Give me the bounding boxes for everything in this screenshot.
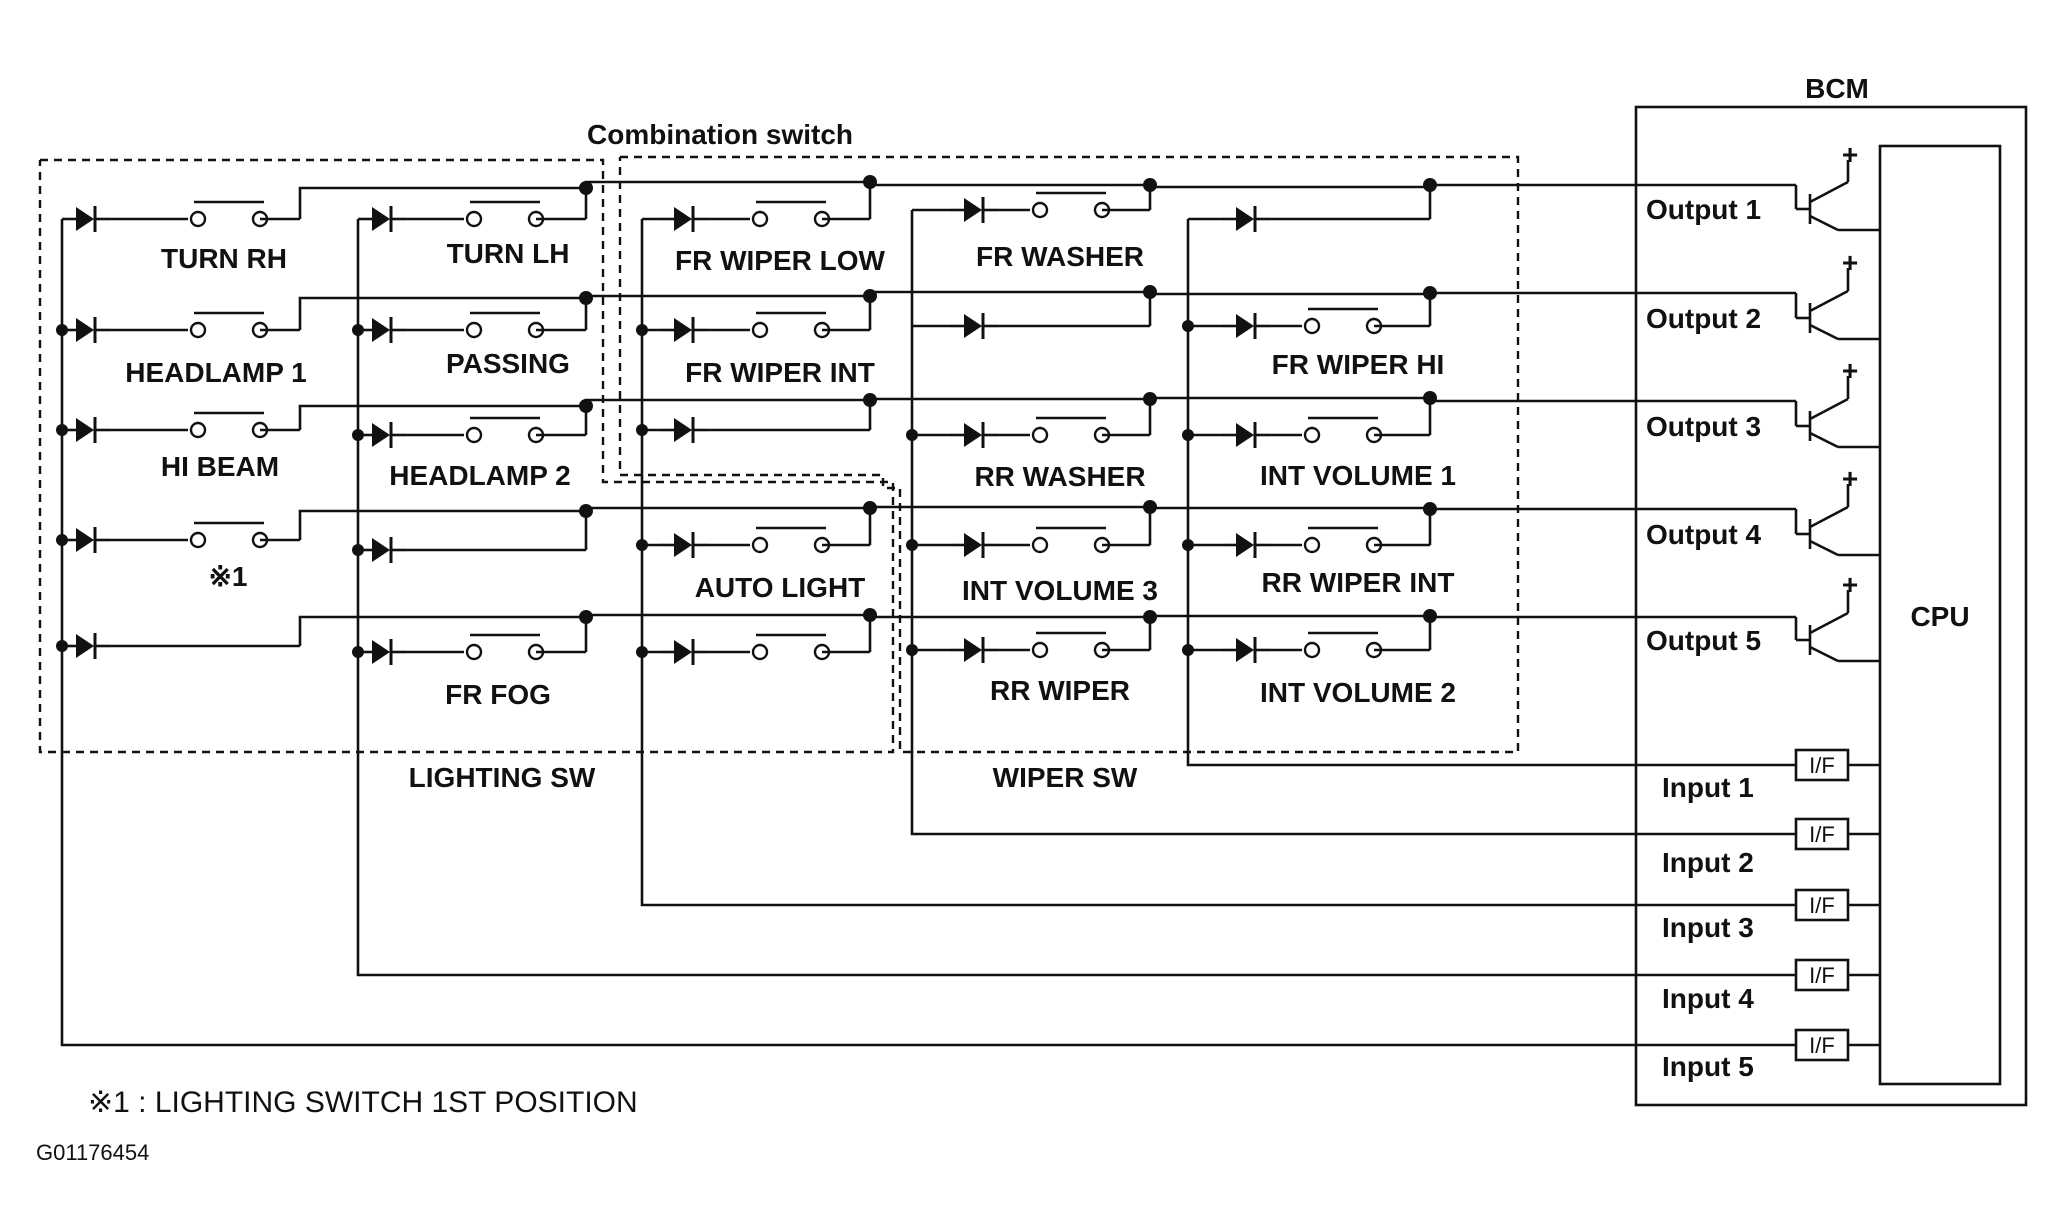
headlamp-2-switch: HEADLAMP 2 (356, 406, 588, 491)
bcm-title: BCM (1805, 73, 1869, 104)
input-5-label: Input 5 (1662, 1051, 1754, 1082)
wiper-c-direct (642, 400, 872, 445)
lighting-sw-label: LIGHTING SW (409, 762, 596, 793)
output-2-label: Output 2 (1646, 303, 1761, 334)
hi-beam-switch: HI BEAM (60, 411, 300, 482)
fr-wiper-int-switch: FR WIPER INT (642, 296, 875, 388)
lighting-a-direct (60, 631, 300, 661)
hi-beam-label: HI BEAM (161, 451, 279, 482)
combination-switch-title: Combination switch (587, 119, 853, 150)
bcm-inputs: I/F Input 1 I/F Input 2 I/F Input 3 I/F … (1662, 748, 1880, 1082)
input-4-label: Input 4 (1662, 983, 1754, 1014)
input-2: I/F Input 2 (1662, 817, 1880, 878)
combination-switch: Combination switch LIGHTING SW WIPER SW (38, 119, 1520, 793)
output-2: Output 2 + (1646, 247, 1880, 341)
turn-lh-label: TURN LH (447, 238, 570, 269)
output-3: Output 3 + (1646, 355, 1880, 449)
input-1-label: Input 1 (1662, 772, 1754, 803)
input-4: I/F Input 4 (1662, 958, 1880, 1014)
headlamp-1-label: HEADLAMP 1 (125, 357, 307, 388)
wiper-column-d: FR WASHER RR WASHER INT VOLUME 3 RR WIPE… (906, 178, 1158, 706)
output-1-plus: + (1842, 139, 1858, 170)
input-5: I/F Input 5 (1662, 1028, 1880, 1082)
output-3-plus: + (1842, 355, 1858, 386)
input-5-if: I/F (1809, 1033, 1835, 1058)
input-3-label: Input 3 (1662, 912, 1754, 943)
footnote: ※1 : LIGHTING SWITCH 1ST POSITION (88, 1086, 638, 1119)
lighting-column-a: TURN RH HEADLAMP 1 HI BEAM ※1 (56, 200, 307, 661)
fr-washer-label: FR WASHER (976, 241, 1144, 272)
bcm-outputs: Output 1 + Output 2 + Output 3 (1646, 139, 1880, 663)
fr-washer-switch: FR WASHER (912, 185, 1152, 272)
output-5-label: Output 5 (1646, 625, 1761, 656)
fr-fog-label: FR FOG (445, 679, 551, 710)
output-5: Output 5 + (1646, 569, 1880, 663)
rr-wiper-int-switch: RR WIPER INT (1188, 508, 1454, 598)
figure-code: G01176454 (36, 1140, 149, 1165)
turn-lh-switch: TURN LH (356, 188, 588, 269)
output-4: Output 4 + (1646, 463, 1880, 557)
cpu-label: CPU (1910, 601, 1969, 632)
fr-wiper-low-switch: FR WIPER LOW (642, 182, 886, 276)
wiper-c-row5-switch (642, 615, 872, 667)
fr-wiper-low-label: FR WIPER LOW (675, 245, 886, 276)
input-3: I/F Input 3 (1662, 888, 1880, 943)
input-2-label: Input 2 (1662, 847, 1754, 878)
output-4-label: Output 4 (1646, 519, 1762, 550)
fr-wiper-int-label: FR WIPER INT (685, 357, 875, 388)
input-2-if: I/F (1809, 822, 1835, 847)
headlamp-1-switch: HEADLAMP 1 (60, 311, 307, 388)
output-5-plus: + (1842, 569, 1858, 600)
auto-light-switch: AUTO LIGHT (642, 508, 872, 603)
int-volume-1-switch: INT VOLUME 1 (1188, 398, 1456, 491)
input-4-if: I/F (1809, 963, 1835, 988)
wiper-sw-label: WIPER SW (993, 762, 1138, 793)
wiper-column-e: FR WIPER HI INT VOLUME 1 RR WIPER INT IN… (1182, 178, 1456, 708)
passing-switch: PASSING (356, 298, 588, 379)
rr-wiper-label: RR WIPER (990, 675, 1130, 706)
int-volume-2-switch: INT VOLUME 2 (1188, 616, 1456, 708)
auto-light-label: AUTO LIGHT (695, 572, 866, 603)
turn-rh-label: TURN RH (161, 243, 287, 274)
rr-washer-label: RR WASHER (974, 461, 1145, 492)
int-volume-3-label: INT VOLUME 3 (962, 575, 1158, 606)
input-wires (60, 210, 1796, 1047)
output-3-label: Output 3 (1646, 411, 1761, 442)
fr-wiper-hi-label: FR WIPER HI (1272, 349, 1445, 380)
ref1-switch: ※1 (60, 521, 300, 592)
rr-washer-switch: RR WASHER (912, 399, 1152, 492)
output-4-plus: + (1842, 463, 1858, 494)
rr-wiper-int-label: RR WIPER INT (1262, 567, 1455, 598)
headlamp-2-label: HEADLAMP 2 (389, 460, 571, 491)
ref1-label: ※1 (208, 561, 247, 592)
fr-fog-switch: FR FOG (356, 617, 588, 710)
input-3-if: I/F (1809, 893, 1835, 918)
input-1: I/F Input 1 (1662, 748, 1880, 803)
lighting-b-direct (356, 511, 588, 565)
output-1-label: Output 1 (1646, 194, 1761, 225)
passing-label: PASSING (446, 348, 570, 379)
bcm-module: BCM CPU (1634, 73, 2028, 1107)
wiper-column-c: FR WIPER LOW FR WIPER INT AUTO LIGHT (636, 175, 886, 667)
int-volume-3-switch: INT VOLUME 3 (912, 507, 1158, 606)
rr-wiper-switch: RR WIPER (912, 617, 1152, 706)
turn-rh-switch: TURN RH (60, 200, 300, 274)
wiper-e-direct (1188, 185, 1432, 234)
int-volume-2-label: INT VOLUME 2 (1260, 677, 1456, 708)
fr-wiper-hi-switch: FR WIPER HI (1188, 293, 1444, 380)
wiper-d-direct (912, 292, 1152, 341)
int-volume-1-label: INT VOLUME 1 (1260, 460, 1456, 491)
output-2-plus: + (1842, 247, 1858, 278)
input-1-if: I/F (1809, 753, 1835, 778)
lighting-column-b: TURN LH PASSING HEADLAMP 2 FR FOG (352, 181, 593, 710)
output-1: Output 1 + (1646, 139, 1880, 232)
